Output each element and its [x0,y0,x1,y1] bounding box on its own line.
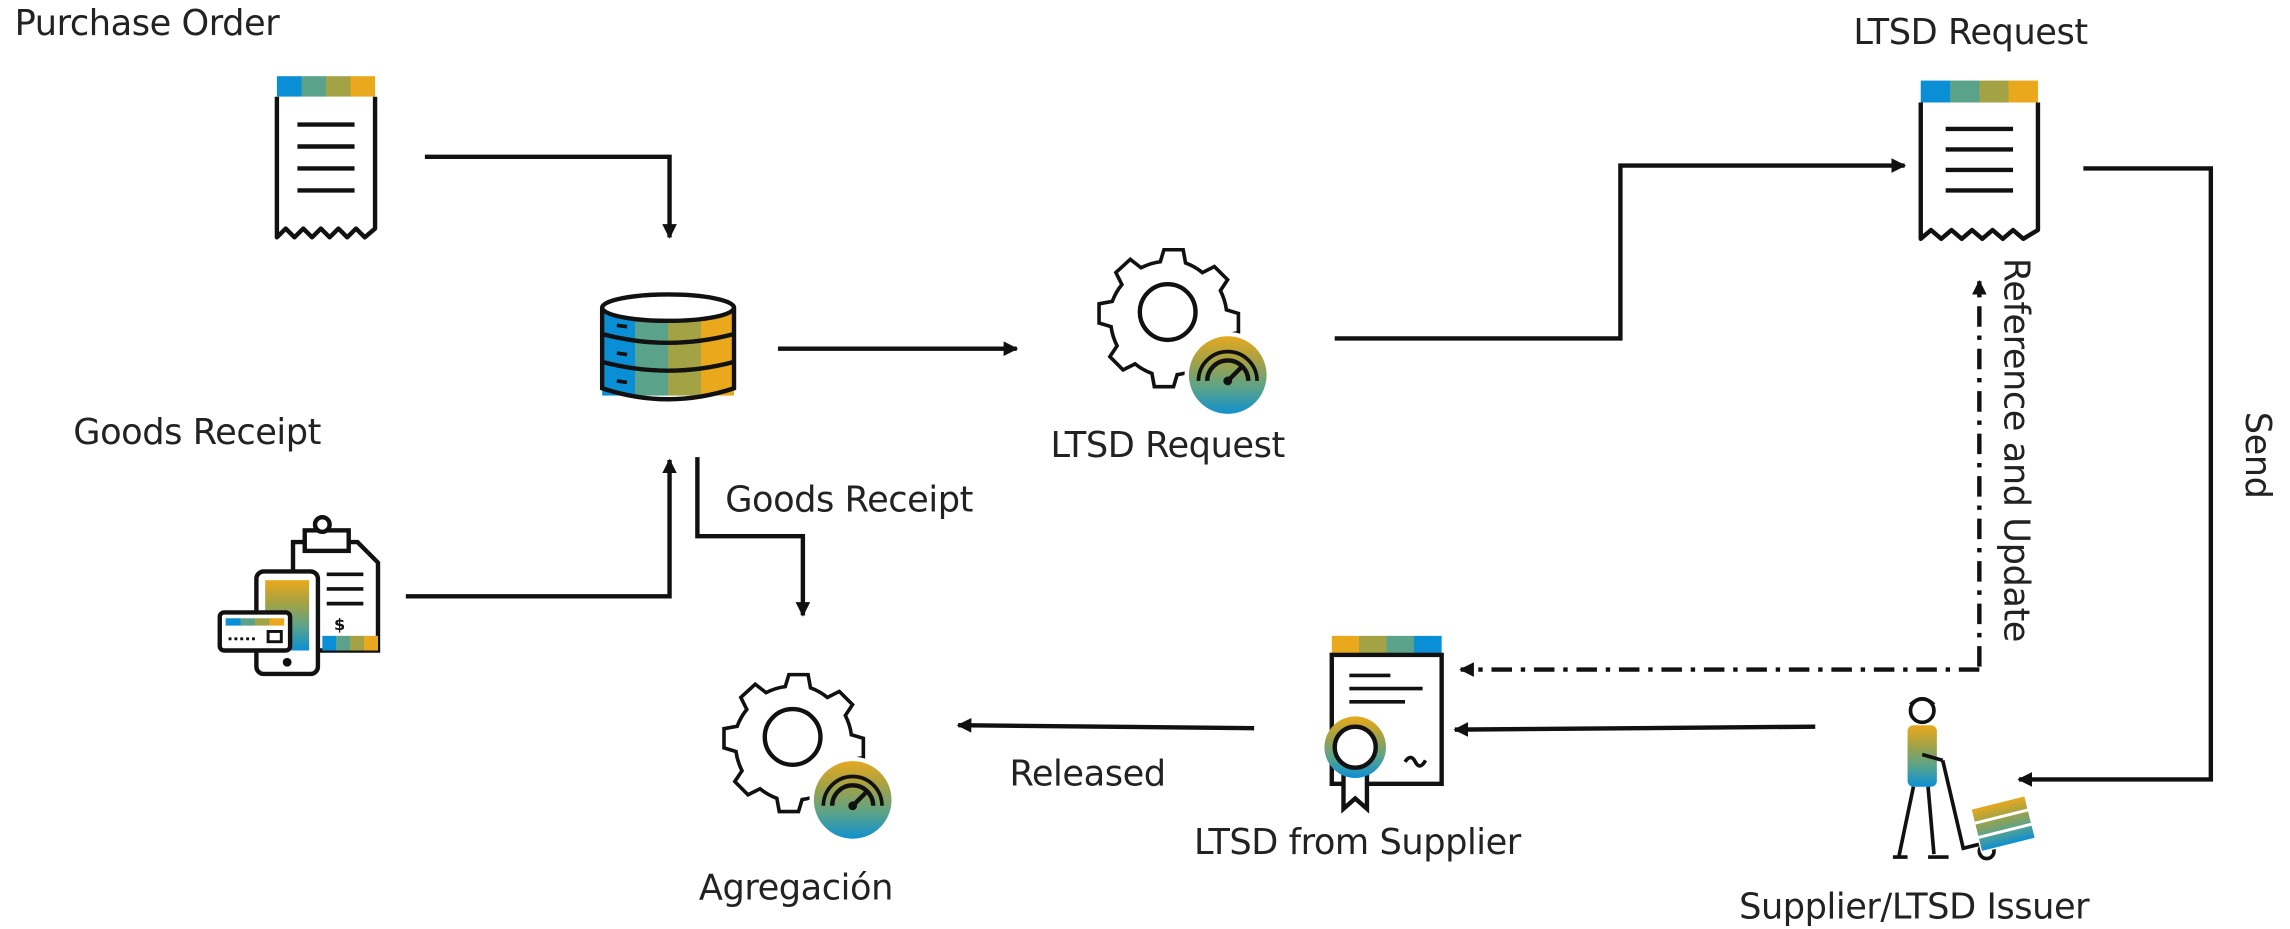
supplier-to-certificate-arrow [1453,722,1816,737]
goods-receipt-label: Goods Receipt [73,411,321,453]
released-arrow [956,718,1255,733]
ltsd-request-center-label: LTSD Request [1050,424,1285,466]
database-icon [599,292,737,402]
released-label: Released [1009,753,1166,795]
agregacion-gear-gauge-icon [722,672,896,844]
certificate-icon [1324,635,1444,814]
send-label: Send [2237,411,2279,499]
db-to-agregacion-arrow [695,457,811,617]
payment-clipboard-icon: $ [217,514,381,677]
reference-and-update-label: Reference and Update [1995,257,2037,642]
ltsd-request-gear-gauge-icon [1097,247,1271,419]
send-arrow [2017,166,2214,787]
svg-text:$: $ [334,615,345,634]
ltsd-from-supplier-label: LTSD from Supplier [1194,821,1521,863]
delivery-person-icon [1892,697,2037,861]
purchase-order-document-icon [274,76,378,240]
ltsd-request-to-top-arrow [1334,158,1907,341]
ltsd-request-document-icon [1918,80,2041,242]
goods-receipt-flow-label: Goods Receipt [725,479,973,521]
connectors [405,154,2214,787]
ltsd-request-top-label: LTSD Request [1853,11,2088,53]
supplier-ltsd-issuer-label: Supplier/LTSD Issuer [1739,886,2090,928]
purchase-order-label: Purchase Order [14,2,280,44]
po-to-db-arrow [424,154,677,239]
agregacion-label: Agregación [698,867,894,909]
gr-to-db-arrow [405,458,677,599]
